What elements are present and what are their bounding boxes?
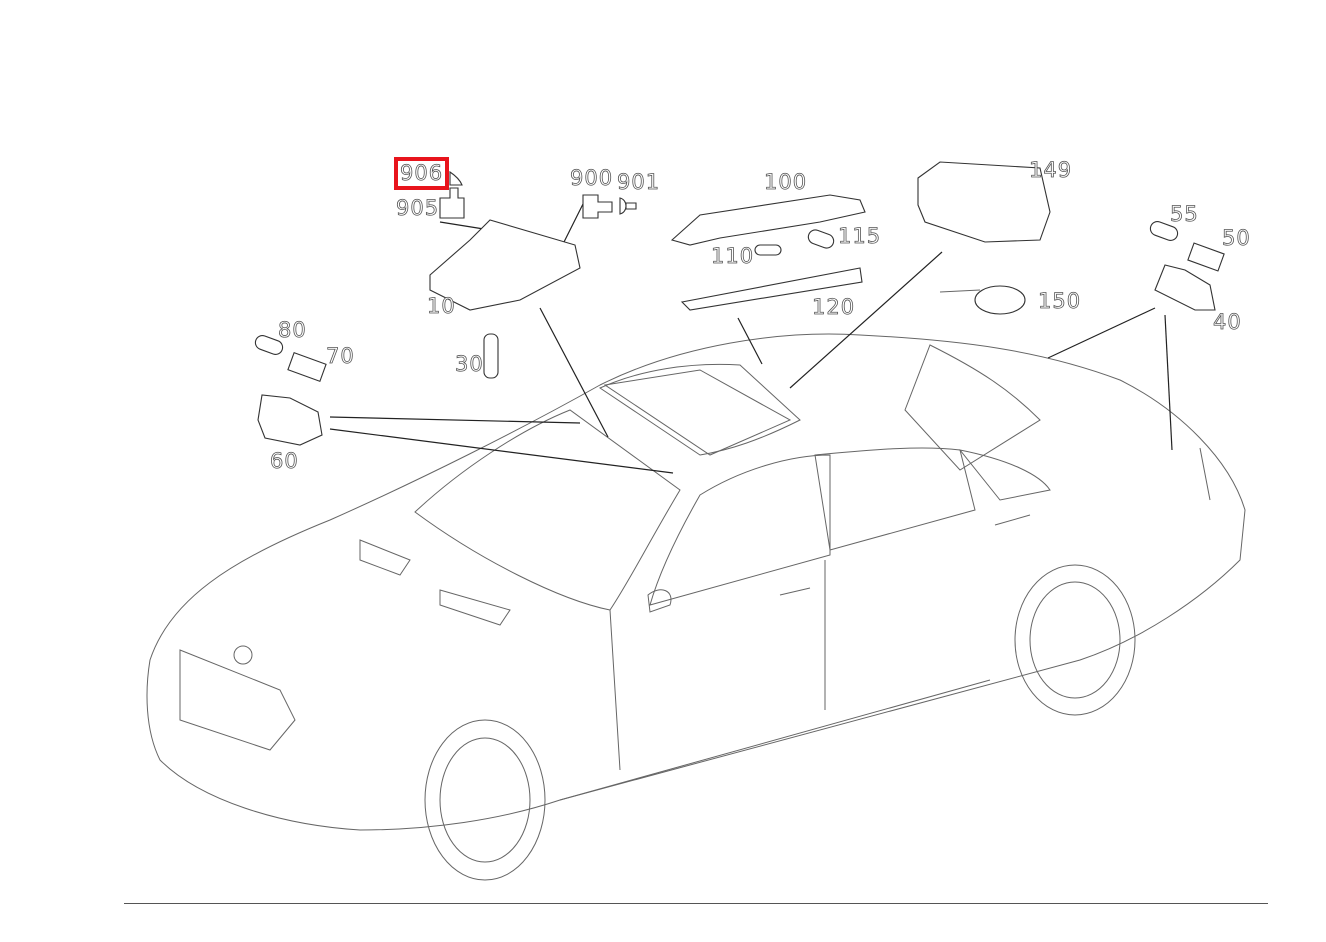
part-149-sunroof-module-icon (917, 161, 1051, 243)
part-80-bulb-icon (254, 335, 284, 355)
footer-divider (124, 903, 1268, 904)
selected-callout-highlight (394, 157, 449, 190)
callout-10[interactable]: 10 (427, 294, 456, 318)
callout-30[interactable]: 30 (455, 352, 484, 376)
part-900-housing-icon (582, 194, 613, 219)
part-55-bulb-icon (1149, 221, 1179, 241)
callout-50[interactable]: 50 (1222, 226, 1251, 250)
leader-lines (329, 199, 1173, 474)
part-150-speaker-icon (939, 285, 1026, 315)
part-10-overhead-console-icon (429, 219, 581, 311)
part-906-lens-icon (449, 170, 463, 186)
callout-905[interactable]: 905 (396, 196, 440, 220)
callout-110[interactable]: 110 (711, 244, 755, 268)
callout-80[interactable]: 80 (278, 318, 307, 342)
callout-40[interactable]: 40 (1213, 310, 1242, 334)
part-40-lamp-housing-icon (1154, 264, 1216, 311)
car-body-icon (146, 333, 1246, 881)
callout-900[interactable]: 900 (570, 166, 614, 190)
part-120-cover-icon (680, 267, 863, 311)
part-905-lamp-housing-icon (439, 187, 465, 219)
callout-55[interactable]: 55 (1170, 202, 1199, 226)
callout-150[interactable]: 150 (1038, 289, 1082, 313)
callout-120[interactable]: 120 (812, 295, 856, 319)
part-70-socket-icon (287, 352, 327, 382)
part-50-socket-icon (1187, 242, 1225, 272)
callout-60[interactable]: 60 (270, 449, 299, 473)
callout-906[interactable]: 906 (400, 161, 444, 185)
part-901-bulb-icon (619, 197, 637, 215)
callout-70[interactable]: 70 (326, 344, 355, 368)
part-30-bulb-icon (483, 333, 499, 379)
callout-149[interactable]: 149 (1029, 158, 1073, 182)
callout-100[interactable]: 100 (764, 170, 808, 194)
callout-901[interactable]: 901 (617, 170, 661, 194)
part-60-lamp-housing-icon (257, 394, 323, 446)
part-115-bulb-icon (807, 229, 835, 249)
part-100-reading-lamp-icon (670, 194, 866, 246)
part-110-bulb-icon (754, 244, 782, 256)
callout-115[interactable]: 115 (838, 224, 882, 248)
